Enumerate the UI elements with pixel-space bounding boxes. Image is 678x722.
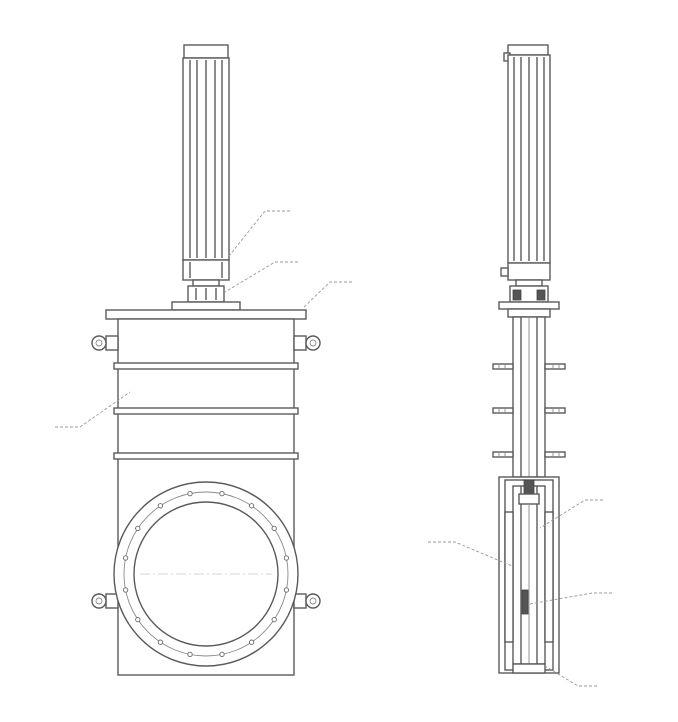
flange-bolt <box>135 616 141 623</box>
flange-bolt <box>248 503 255 509</box>
side-yoke <box>498 279 560 318</box>
flange-bolt <box>219 490 225 497</box>
flange-bolt <box>187 651 193 658</box>
side-actuator-cylinder <box>500 44 551 281</box>
flange-bolt <box>157 503 164 509</box>
flange-bolt <box>122 587 129 593</box>
side-bonnet-bolts <box>492 363 566 458</box>
side-bonnet <box>492 316 566 478</box>
flange-bolt <box>283 555 290 561</box>
front-lifting-lugs <box>91 335 321 609</box>
front-top-plate <box>105 309 307 320</box>
side-view <box>428 44 612 687</box>
flange-bolt <box>157 639 164 645</box>
flange-bolt <box>187 490 193 497</box>
flange-bolt <box>219 651 225 658</box>
side-leader-lines <box>428 499 612 687</box>
front-view <box>55 44 352 676</box>
flange-bolt <box>271 616 277 623</box>
flange-bolt <box>271 525 277 532</box>
side-valve-body <box>498 476 560 674</box>
front-actuator-cylinder <box>182 44 230 281</box>
flange-bolt <box>248 639 255 645</box>
front-yoke-coupling <box>171 279 241 311</box>
front-flange-bolts <box>122 490 290 658</box>
flange-bolt <box>122 555 129 561</box>
front-leader-lines <box>55 210 352 428</box>
flange-bolt <box>135 525 141 532</box>
flange-bolt <box>283 587 290 593</box>
front-flange <box>113 481 299 667</box>
